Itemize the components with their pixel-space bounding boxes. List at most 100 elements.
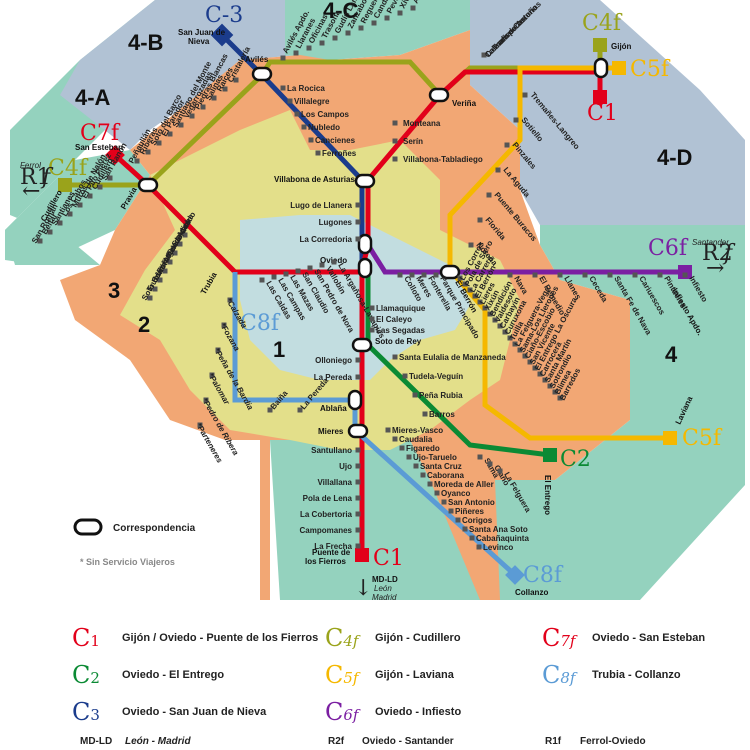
legend-route-code: C3 bbox=[72, 698, 100, 726]
station-dot bbox=[504, 142, 510, 148]
station-dot bbox=[513, 117, 519, 123]
station-label: Corigos bbox=[462, 516, 493, 525]
station-dot bbox=[406, 454, 412, 460]
terminal-puente-fierros bbox=[355, 548, 369, 562]
station-dot bbox=[392, 156, 398, 162]
bottom-mdld-desc: León - Madrid bbox=[125, 736, 191, 747]
station-dot bbox=[283, 271, 289, 277]
station-label: Moreda de Aller bbox=[434, 480, 494, 489]
station-dot bbox=[306, 45, 312, 51]
station-dot bbox=[486, 192, 492, 198]
bottom-r1f-desc: Ferrol-Oviedo bbox=[580, 736, 646, 747]
station-dot bbox=[294, 111, 300, 117]
station-dot bbox=[307, 265, 313, 271]
label-puente-2: los Fierros bbox=[305, 557, 346, 566]
terminal-gijon-c5 bbox=[612, 61, 626, 75]
station-dot bbox=[547, 383, 553, 389]
station-dot bbox=[319, 40, 325, 46]
station-dot bbox=[448, 508, 454, 514]
station-dot bbox=[227, 297, 233, 303]
station-dot bbox=[522, 92, 528, 98]
line-c2 bbox=[365, 275, 551, 458]
station-dot bbox=[392, 436, 398, 442]
station-label: Barros bbox=[429, 410, 455, 419]
label-ablana: Ablaña bbox=[320, 404, 347, 413]
station-label: Las Segadas bbox=[376, 326, 425, 335]
label-santander: Santander bbox=[692, 238, 729, 247]
bottom-mdld: MD-LD bbox=[80, 736, 113, 747]
station-dot bbox=[209, 372, 215, 378]
station-label: Piñeres bbox=[455, 507, 484, 516]
station-dot bbox=[472, 293, 478, 299]
station-dot bbox=[441, 499, 447, 505]
legend-route-desc: Oviedo - El Entrego bbox=[122, 669, 225, 681]
station-dot bbox=[355, 527, 361, 533]
station-label: Caborana bbox=[427, 471, 464, 480]
station-label: Mieres-Vasco bbox=[392, 426, 443, 435]
label-gijon: Gijón bbox=[611, 42, 632, 51]
station-dot bbox=[197, 422, 203, 428]
station-dot bbox=[200, 104, 206, 110]
code-r1f: R1 bbox=[20, 165, 51, 190]
station-dot bbox=[293, 50, 299, 56]
station-dot bbox=[582, 272, 588, 278]
legend-route-code: C7f bbox=[542, 624, 576, 652]
station-dot bbox=[331, 259, 337, 265]
station-dot bbox=[557, 395, 563, 401]
station-dot bbox=[355, 447, 361, 453]
station-dot bbox=[410, 5, 416, 11]
map-code-c3: C-3 bbox=[205, 3, 243, 28]
station-label: Ferroñes bbox=[322, 149, 357, 158]
station-label: Villabona-Tabladiego bbox=[403, 155, 483, 164]
label-san-esteban: San Esteban bbox=[75, 143, 123, 152]
station-dot bbox=[167, 131, 173, 137]
station-dot bbox=[385, 427, 391, 433]
station-label: Levinco bbox=[483, 543, 513, 552]
legend-route-desc: Gijón / Oviedo - Puente de los Fierros bbox=[122, 632, 319, 644]
station-dot bbox=[145, 149, 151, 155]
station-label: Cancienes bbox=[315, 136, 356, 145]
station-dot bbox=[177, 241, 183, 247]
map-code-c1-south: C1 bbox=[373, 546, 404, 571]
station-dot bbox=[301, 124, 307, 130]
zone-4c-area bbox=[285, 0, 470, 60]
station-dot bbox=[468, 242, 474, 248]
station-dot bbox=[371, 20, 377, 26]
map-code-c6f: C6f bbox=[648, 236, 689, 261]
station-dot bbox=[682, 272, 688, 278]
station-label: El Caleyo bbox=[376, 315, 412, 324]
zone-label-4: 4 bbox=[665, 342, 678, 367]
station-label: Tudela-Veguín bbox=[409, 372, 463, 381]
label-leon: León bbox=[374, 584, 392, 593]
line-c6f bbox=[365, 243, 685, 275]
station-dot bbox=[632, 272, 638, 278]
station-dot bbox=[607, 272, 613, 278]
station-dot bbox=[482, 305, 488, 311]
station-dot bbox=[477, 217, 483, 223]
station-dot bbox=[532, 272, 538, 278]
station-dot bbox=[413, 463, 419, 469]
station-label: La Corredoria bbox=[300, 235, 353, 244]
zone-4-east-area bbox=[495, 225, 745, 600]
station-dot bbox=[512, 341, 518, 347]
terminal-infiesto bbox=[678, 265, 692, 279]
station-dot bbox=[280, 85, 286, 91]
station-dot bbox=[355, 236, 361, 242]
station-dot bbox=[557, 272, 563, 278]
station-label: Ujo bbox=[339, 462, 352, 471]
label-mdld: MD-LD bbox=[372, 575, 398, 584]
interchange-nodes bbox=[137, 57, 609, 439]
station-dot bbox=[297, 407, 303, 413]
legend-node-icon bbox=[73, 518, 103, 536]
station-dot bbox=[481, 52, 487, 58]
label-mieres: Mieres bbox=[318, 427, 344, 436]
station-dot bbox=[369, 327, 375, 333]
station-dot bbox=[178, 122, 184, 128]
station-dot bbox=[358, 25, 364, 31]
station-dot bbox=[182, 232, 188, 238]
station-dot bbox=[355, 495, 361, 501]
legend-route-code: C5f bbox=[325, 661, 359, 689]
